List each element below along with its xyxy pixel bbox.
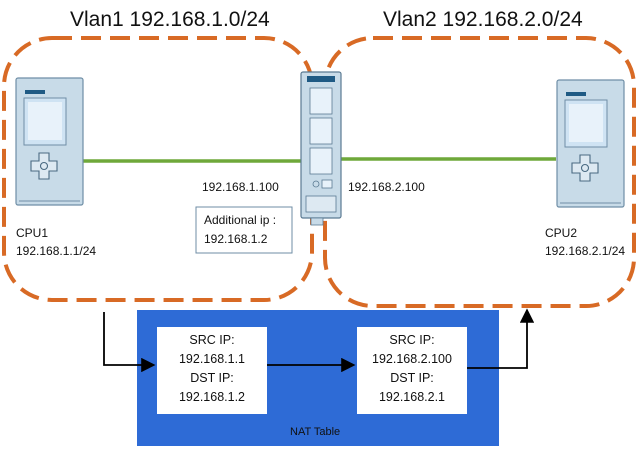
switch-device-icon [300, 71, 342, 226]
nat-entry2-dst-ip: 192.168.2.1 [378, 390, 446, 404]
nat-entry2-src-ip: 192.168.2.100 [372, 352, 452, 366]
nat-entry1-dst-label: DST IP: [190, 371, 234, 385]
nat-entry2-dst-label: DST IP: [390, 371, 434, 385]
nat-entry2-box [357, 327, 467, 414]
arrow-vlan1-to-nat [103, 312, 156, 373]
nat-entry2-src-label: SRC IP: [389, 333, 435, 347]
switch-ip-vlan2: 192.168.2.100 [348, 180, 425, 194]
additional-ip-label: Additional ip : [204, 213, 277, 227]
vlan1-title: Vlan1 192.168.1.0/24 [70, 8, 270, 31]
cpu1-device-icon [15, 77, 84, 206]
nat-entry1-dst-ip: 192.168.1.2 [178, 390, 246, 404]
cpu2-device-icon [556, 79, 625, 208]
nat-entry1-box [157, 327, 267, 414]
additional-ip-value: 192.168.1.2 [204, 232, 268, 246]
switch-ip-vlan1: 192.168.1.100 [202, 180, 279, 194]
arrow-nat-to-vlan2 [467, 308, 535, 369]
nat-entry1-src-ip: 192.168.1.1 [178, 352, 246, 366]
nat-entry1-src-label: SRC IP: [189, 333, 235, 347]
nat-entry2: SRC IP: 192.168.2.100 DST IP: 192.168.2.… [357, 331, 467, 407]
cpu2-ip: 192.168.2.1/24 [545, 244, 626, 258]
cpu1-name: CPU1 [16, 226, 49, 240]
additional-ip-box [195, 206, 293, 254]
nat-table-label: NAT Table [290, 426, 341, 438]
vlan1-region [2, 36, 314, 302]
cpu2-name: CPU2 [545, 226, 578, 240]
cpu1-ip: 192.168.1.1/24 [16, 244, 97, 258]
nat-entry1: SRC IP: 192.168.1.1 DST IP: 192.168.1.2 [157, 331, 267, 407]
vlan2-title: Vlan2 192.168.2.0/24 [383, 8, 583, 31]
